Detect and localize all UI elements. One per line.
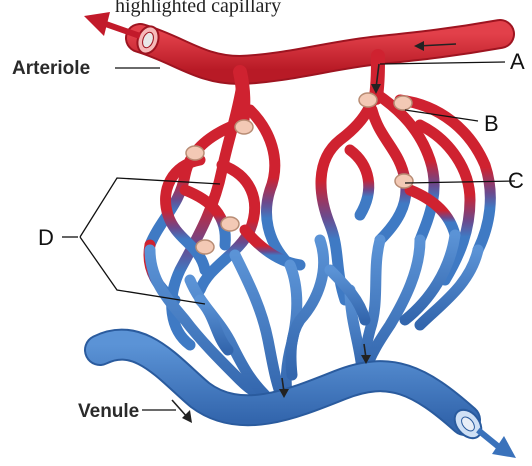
sphincter-3 xyxy=(221,217,239,231)
header-fragment: highlighted capillary xyxy=(115,0,281,17)
sphincter-2 xyxy=(186,146,204,160)
arteriole-vessel xyxy=(134,23,500,125)
flow-arrowhead-icon xyxy=(84,12,110,36)
sphincter-1 xyxy=(235,120,253,134)
label-c: C xyxy=(508,168,524,193)
sphincter-6 xyxy=(394,96,412,110)
label-venule: Venule xyxy=(78,401,139,422)
sphincter-7 xyxy=(395,174,413,188)
leader-c xyxy=(405,181,515,183)
sphincter-5 xyxy=(359,93,377,107)
sphincter-4 xyxy=(196,240,214,254)
label-a: A xyxy=(510,49,525,74)
label-b: B xyxy=(484,111,499,136)
label-arteriole: Arteriole xyxy=(12,58,90,79)
label-d: D xyxy=(38,225,54,250)
